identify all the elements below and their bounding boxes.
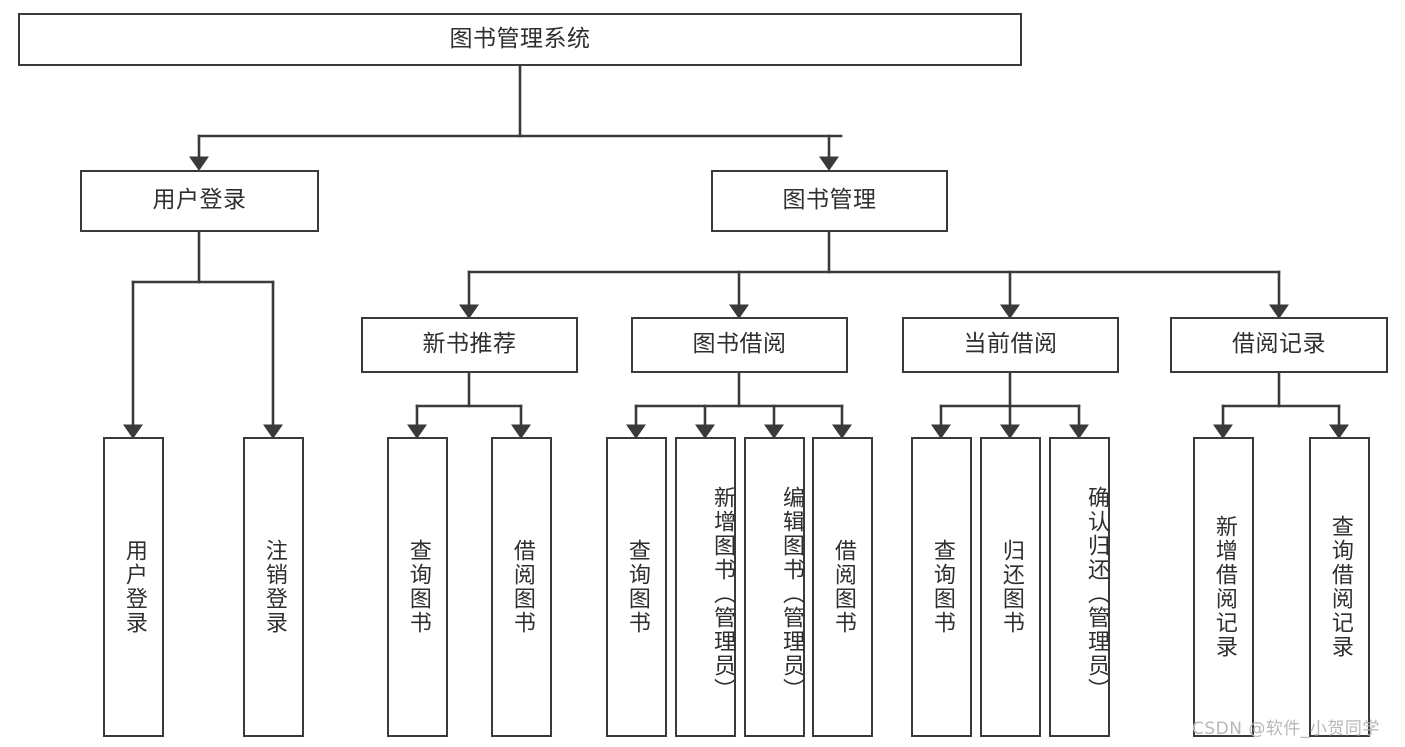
- leaf-edit-book-admin[interactable]: 编辑图书（管理员）: [744, 437, 805, 737]
- node-borrow-record[interactable]: 借阅记录: [1170, 317, 1388, 373]
- leaf-user-login[interactable]: 用户登录: [103, 437, 164, 737]
- leaf-add-borrow-record[interactable]: 新增借阅记录: [1193, 437, 1254, 737]
- node-user-login[interactable]: 用户登录: [80, 170, 319, 232]
- node-book-management[interactable]: 图书管理: [711, 170, 948, 232]
- leaf-confirm-return-admin[interactable]: 确认归还（管理员）: [1049, 437, 1110, 737]
- node-current-borrow[interactable]: 当前借阅: [902, 317, 1119, 373]
- leaf-return-book[interactable]: 归还图书: [980, 437, 1041, 737]
- leaf-add-book-admin[interactable]: 新增图书（管理员）: [675, 437, 736, 737]
- watermark-text: CSDN @软件_小贺同学: [1192, 719, 1380, 739]
- leaf-query-book-current[interactable]: 查询图书: [911, 437, 972, 737]
- leaf-query-book-recommend[interactable]: 查询图书: [387, 437, 448, 737]
- node-new-book-recommend[interactable]: 新书推荐: [361, 317, 578, 373]
- node-book-borrow[interactable]: 图书借阅: [631, 317, 848, 373]
- leaf-borrow-book-recommend[interactable]: 借阅图书: [491, 437, 552, 737]
- leaf-borrow-book[interactable]: 借阅图书: [812, 437, 873, 737]
- leaf-query-book-borrow[interactable]: 查询图书: [606, 437, 667, 737]
- leaf-query-borrow-record[interactable]: 查询借阅记录: [1309, 437, 1370, 737]
- node-root-system[interactable]: 图书管理系统: [18, 13, 1022, 66]
- leaf-logout[interactable]: 注销登录: [243, 437, 304, 737]
